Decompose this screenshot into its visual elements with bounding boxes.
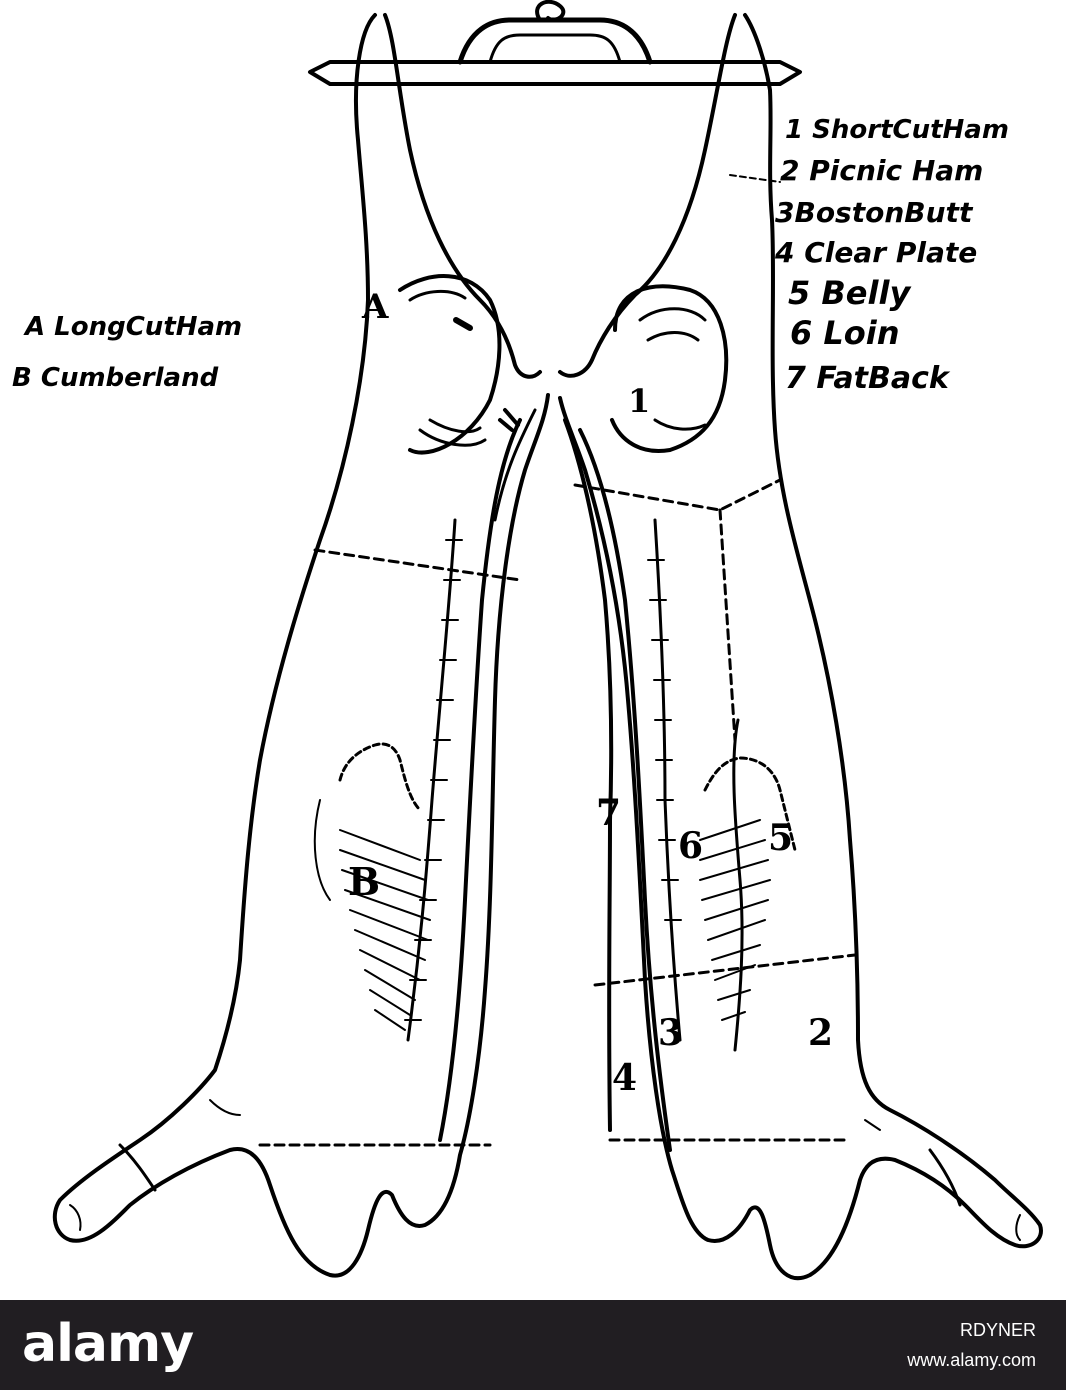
- alamy-logo: alamy: [22, 1314, 194, 1374]
- left-label-list: A LongCutHam B Cumberland: [12, 312, 242, 393]
- marker-4: 4: [612, 1057, 637, 1099]
- image-id-text: RDYNER: [959, 1320, 1036, 1340]
- gambrel-hanger: [308, 0, 802, 86]
- right-side-carcass: [558, 13, 1043, 1281]
- label-clear-plate: 4 Clear Plate: [774, 236, 977, 269]
- label-short-cut-ham: 1 ShortCutHam: [785, 115, 1009, 145]
- marker-1: 1: [628, 382, 650, 420]
- marker-6: 6: [678, 825, 703, 867]
- label-boston-butt: 3BostonButt: [775, 196, 974, 229]
- marker-5: 5: [768, 817, 793, 859]
- pork-carcass-cuts-diagram: 1 ShortCutHam 2 Picnic Ham 3BostonButt 4…: [12, 0, 1043, 1281]
- marker-a: A: [361, 287, 389, 327]
- site-url-text: www.alamy.com: [907, 1350, 1036, 1370]
- label-cumberland: B Cumberland: [12, 363, 219, 393]
- label-long-cut-ham: A LongCutHam: [23, 312, 242, 342]
- diagram-canvas: 1 ShortCutHam 2 Picnic Ham 3BostonButt 4…: [12, 0, 1043, 1281]
- marker-2: 2: [808, 1012, 833, 1054]
- left-side-carcass: [52, 13, 550, 1278]
- marker-7: 7: [596, 792, 621, 834]
- label-loin: 6 Loin: [790, 314, 900, 352]
- right-label-list: 1 ShortCutHam 2 Picnic Ham 3BostonButt 4…: [774, 115, 1009, 396]
- marker-3: 3: [658, 1012, 683, 1054]
- loin-hatching: [699, 819, 771, 1021]
- label-fat-back: 7 FatBack: [785, 361, 951, 396]
- cumberland-hatching: [339, 829, 431, 1031]
- label-picnic-ham: 2 Picnic Ham: [780, 154, 983, 187]
- diagram-markers: A B 1 2 3 4 5 6 7: [348, 287, 833, 1099]
- stock-watermark-banner: alamy RDYNER www.alamy.com: [0, 1300, 1066, 1390]
- marker-b: B: [348, 859, 380, 904]
- label-belly: 5 Belly: [788, 274, 911, 312]
